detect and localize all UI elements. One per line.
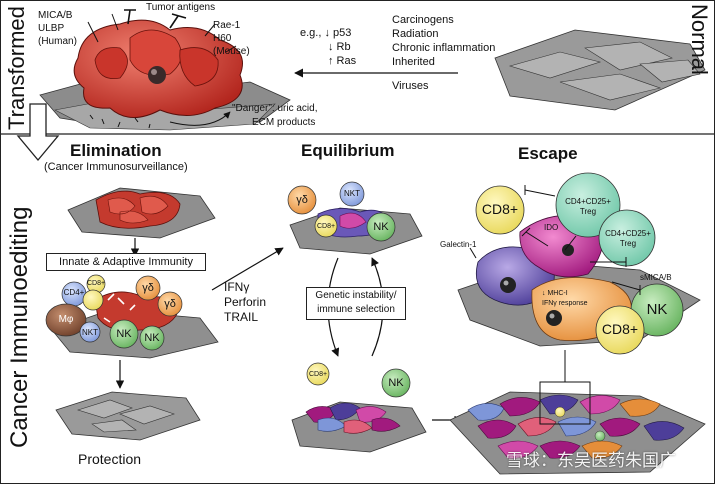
escape-nk: NK (646, 301, 668, 318)
elimination-subtitle: (Cancer Immunosurveillance) (44, 161, 188, 173)
cause-radiation: Radiation (392, 28, 439, 40)
genetic-instability-line2: immune selection (317, 304, 395, 315)
eq-cell-cd8: CD8+ (316, 223, 336, 230)
escape-bottom-tissue (449, 381, 706, 475)
cause-inherited: Inherited (392, 56, 435, 68)
galectin-label: Galectin-1 (440, 240, 477, 249)
genetic-instability-box: Genetic instability/ immune selection (306, 287, 406, 320)
escape-cd8-top: CD8+ (481, 201, 519, 217)
eq-cell-gamma-delta: γδ (296, 194, 308, 206)
ligand-rae1: Rae-1 (213, 20, 241, 31)
section-label-normal: Normal (687, 4, 712, 75)
treg2-line2: Treg (619, 239, 637, 248)
normal-tissue (494, 29, 706, 111)
cell-cd4: CD4+ (63, 288, 85, 297)
equilibrium-bottom (291, 362, 427, 453)
cell-gamma-delta-2: γδ (164, 298, 176, 310)
cell-gamma-delta-1: γδ (142, 282, 154, 294)
cell-nk-2: NK (144, 332, 160, 344)
mediator-ifng: IFNγ (224, 280, 250, 294)
treg1-line2: Treg (579, 207, 597, 216)
ido-label: IDO (544, 223, 559, 232)
mhc-line2: IFNγ response (542, 300, 588, 307)
danger-label-line2: ECM products (252, 117, 316, 128)
ligand-mouse: (Mouse) (213, 46, 250, 57)
escape-inhibition-lines (469, 185, 641, 295)
escape-immune-cells (475, 172, 684, 355)
mediator-perforin: Perforin (224, 295, 267, 309)
genetic-instability-line1: Genetic instability/ (315, 290, 397, 301)
mutation-ras: ↑ Ras (328, 55, 357, 67)
eq-lower-cd8: CD8+ (308, 371, 328, 378)
ligand-h60: H60 (213, 33, 232, 44)
eq-cell-nkt: NKT (344, 189, 360, 198)
transformed-tumor (39, 9, 291, 131)
cell-nk-1: NK (116, 328, 132, 340)
cause-chronic-inflammation: Chronic inflammation (392, 42, 496, 54)
down-transition-arrow (16, 103, 60, 162)
ligand-mica: MICA/B (38, 10, 73, 21)
section-label-cancer-immunoediting: Cancer Immunoediting (6, 206, 33, 448)
cause-viruses: Viruses (392, 80, 429, 92)
escape-title: Escape (518, 144, 578, 163)
section-label-transformed: Transformed (4, 6, 29, 130)
smica-label: sMICA/B (640, 273, 672, 282)
danger-label-line1: "Danger": uric acid, (232, 103, 318, 114)
tumor-antigens-label: Tumor antigens (146, 2, 216, 13)
cell-cd8: CD8+ (86, 280, 106, 287)
cell-macrophage: Mφ (58, 314, 74, 325)
ligand-ulbp: ULBP (38, 23, 65, 34)
mhc-line1: ↓ MHC-I (542, 290, 568, 297)
cause-carcinogens: Carcinogens (392, 14, 454, 26)
treg1-line1: CD4+CD25+ (565, 197, 611, 206)
mediator-trail: TRAIL (224, 310, 259, 324)
mutation-p53: e.g., ↓ p53 (300, 27, 352, 39)
protection-label: Protection (78, 451, 142, 467)
protection-tissue (55, 391, 201, 441)
eq-cell-nk: NK (373, 221, 389, 233)
innate-adaptive-box: Innate & Adaptive Immunity (46, 253, 206, 271)
treg2-line1: CD4+CD25+ (605, 229, 651, 238)
watermark: 雪球：东吴医药朱国广 (506, 451, 676, 470)
ligand-human: (Human) (38, 36, 77, 47)
elimination-immune-attack (45, 274, 219, 359)
cell-nkt: NKT (82, 328, 98, 337)
equilibrium-top (287, 181, 423, 255)
mutation-rb: ↓ Rb (328, 41, 351, 53)
equilibrium-title: Equilibrium (301, 141, 395, 160)
escape-cd8-bottom: CD8+ (601, 321, 639, 337)
elimination-top-tissue (67, 187, 216, 239)
elimination-title: Elimination (70, 141, 162, 160)
eq-lower-nk: NK (388, 377, 404, 389)
